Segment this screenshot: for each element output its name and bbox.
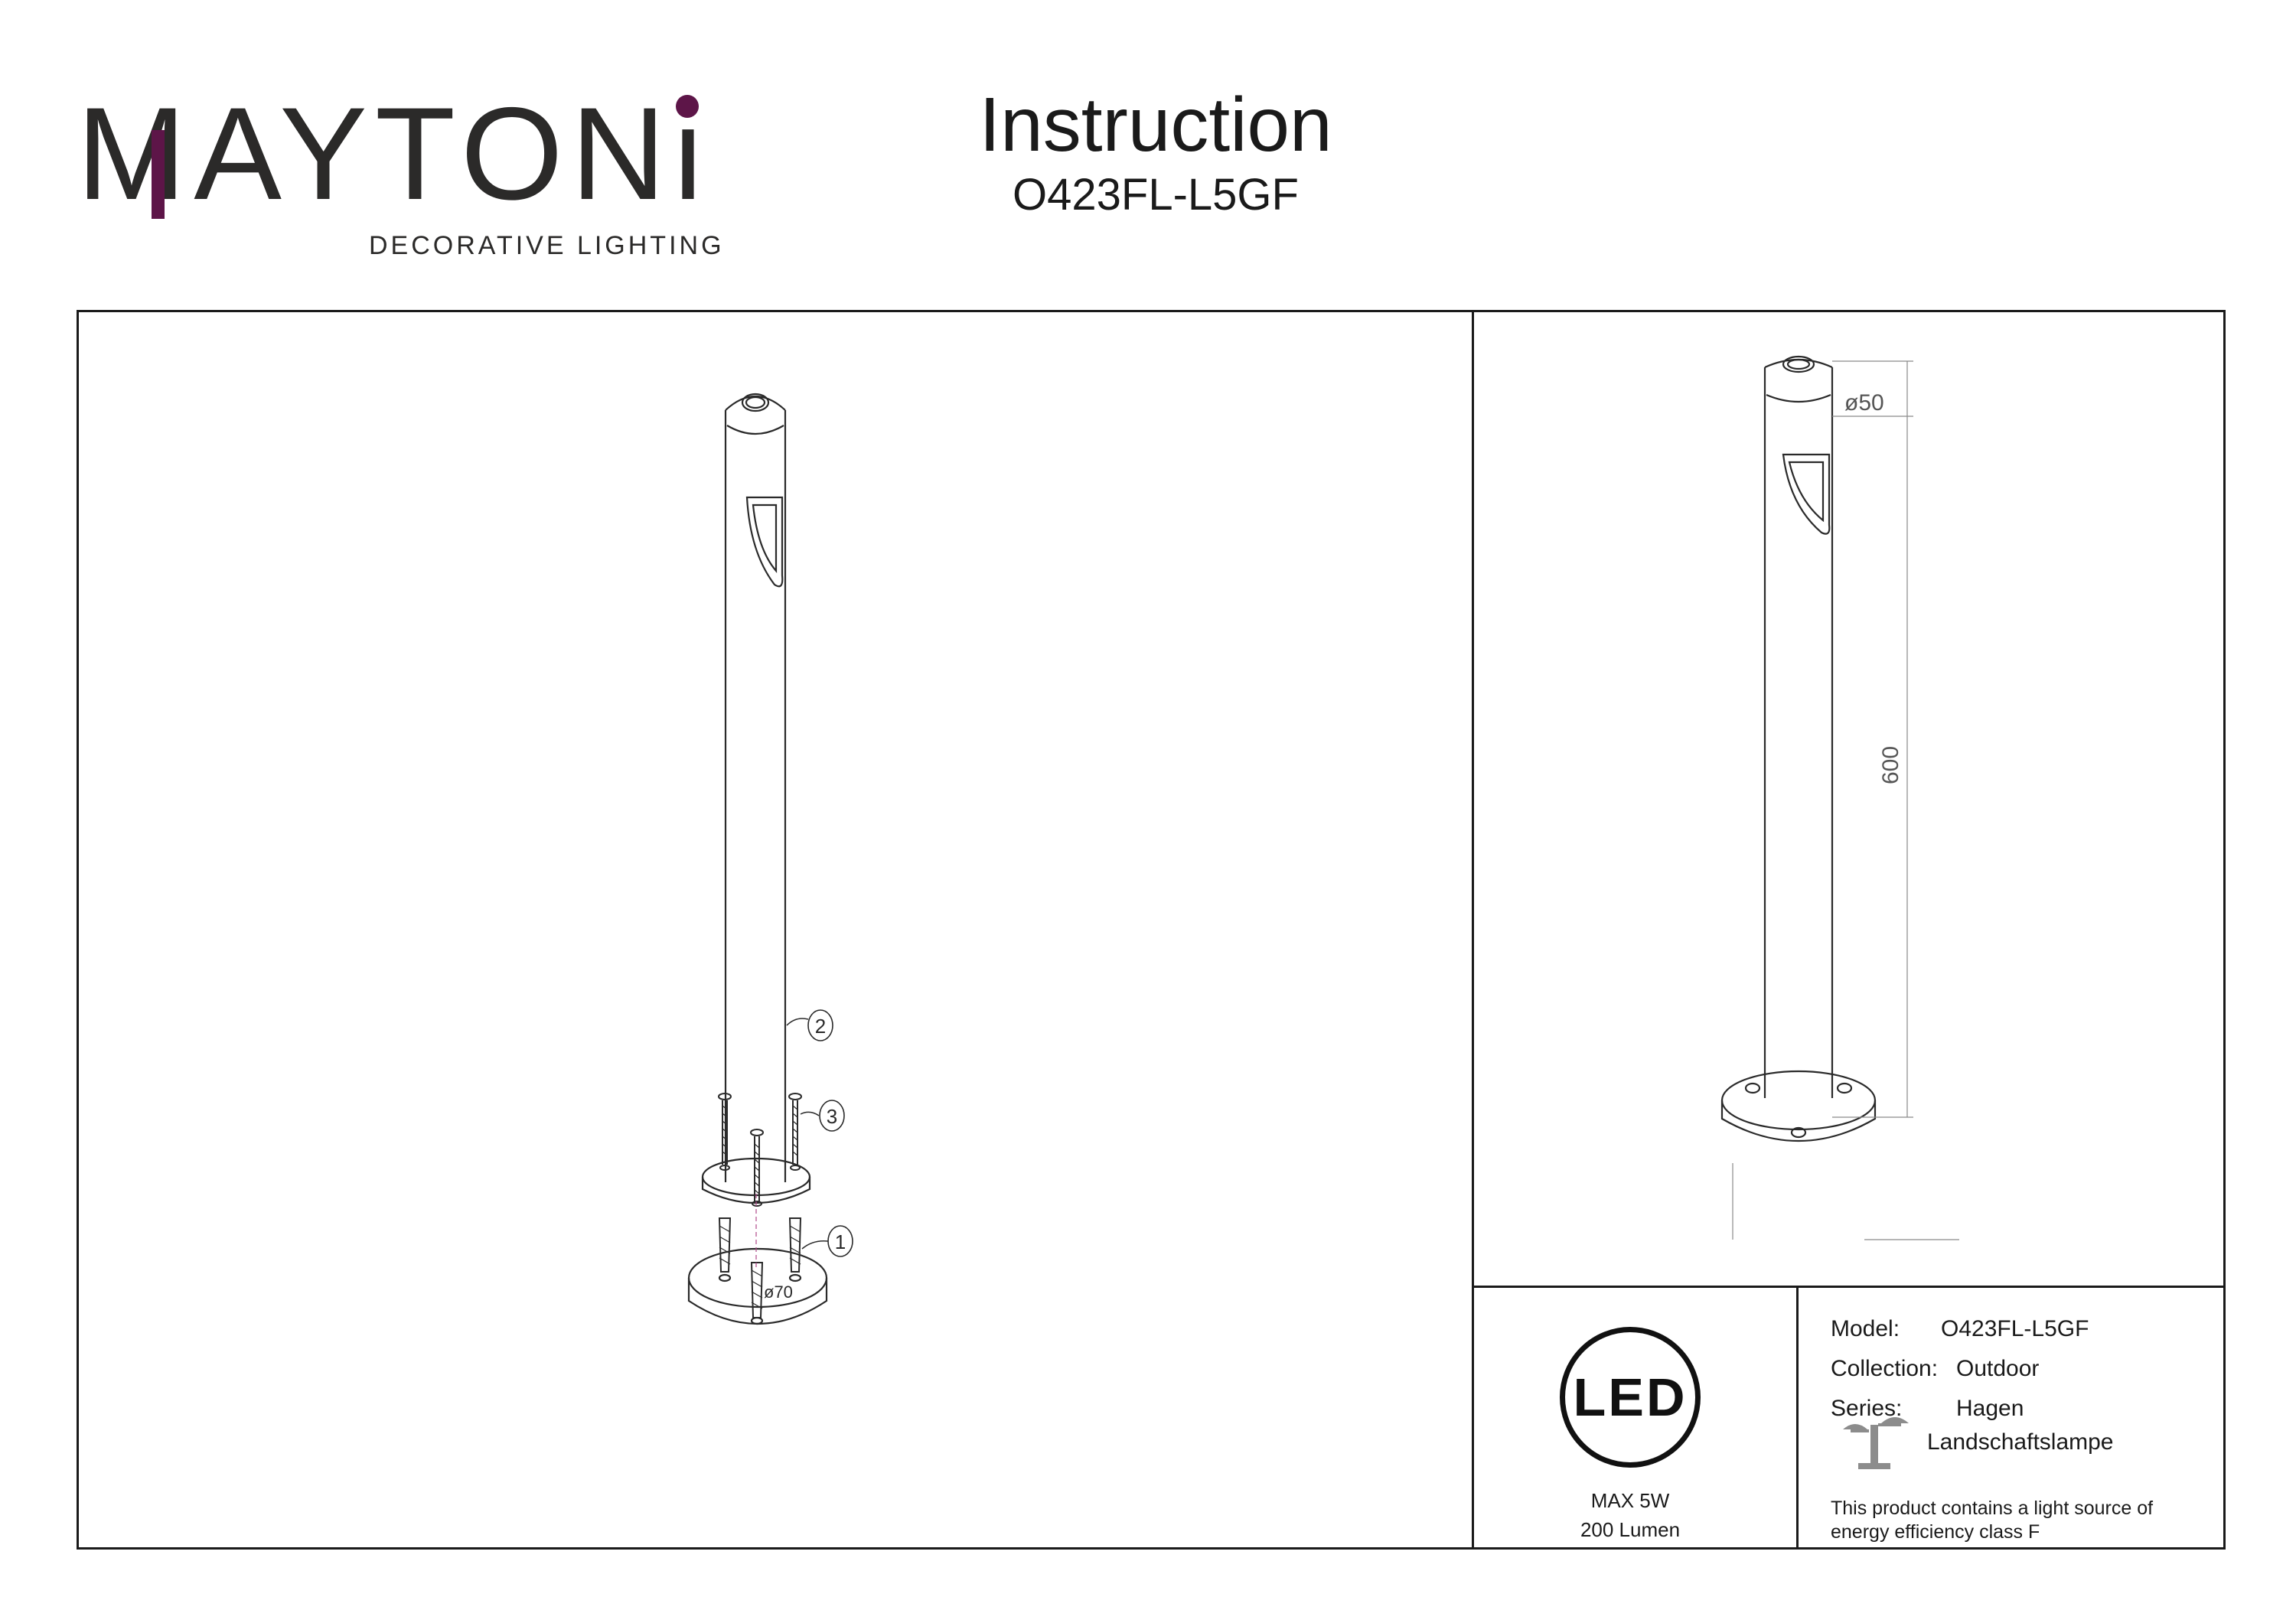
height-label: 600 <box>1878 746 1903 784</box>
brand-tagline: DECORATIVE LIGHTING <box>369 231 725 260</box>
led-badge <box>1560 1327 1701 1468</box>
type-value: Landschaftslampe <box>1927 1429 2114 1455</box>
base-diameter-label: ø70 <box>764 1282 793 1302</box>
brand-logo: MAYTONi <box>77 88 704 272</box>
collection-label: Collection: <box>1831 1356 1939 1381</box>
divider-horizontal-right <box>1472 1286 2226 1288</box>
model-label: Model: <box>1831 1316 1900 1341</box>
assembly-diagram: 2 3 1 ø70 <box>687 393 853 1325</box>
dimension-diagram: ø50 600 <box>1720 355 1959 1240</box>
callout-2: 2 <box>815 1015 826 1038</box>
collection-value: Outdoor <box>1956 1356 2040 1381</box>
model-code-header: O423FL-L5GF <box>1013 170 1299 220</box>
series-label: Series: <box>1831 1396 1903 1421</box>
diameter-label: ø50 <box>1844 390 1884 416</box>
logo-accent-bar <box>152 130 165 219</box>
page-title: Instruction <box>979 82 1332 168</box>
led-badge-text: LED <box>1573 1367 1688 1427</box>
callout-3: 3 <box>827 1105 837 1128</box>
series-value: Hagen <box>1956 1396 2024 1421</box>
garden-lamp-icon <box>1843 1417 1909 1469</box>
callout-1: 1 <box>835 1230 846 1253</box>
divider-vertical-spec <box>1796 1286 1799 1550</box>
instruction-frame <box>77 310 2226 1550</box>
model-value: O423FL-L5GF <box>1941 1316 2089 1341</box>
divider-vertical-main <box>1472 310 1474 1550</box>
brand-wordmark: MAYTONi <box>77 80 711 227</box>
max-power: MAX 5W <box>1590 1489 1670 1512</box>
energy-efficiency-note: This product contains a light source of … <box>1831 1498 2154 1543</box>
lumen-output: 200 Lumen <box>1580 1518 1681 1541</box>
logo-accent-dot <box>676 95 699 118</box>
